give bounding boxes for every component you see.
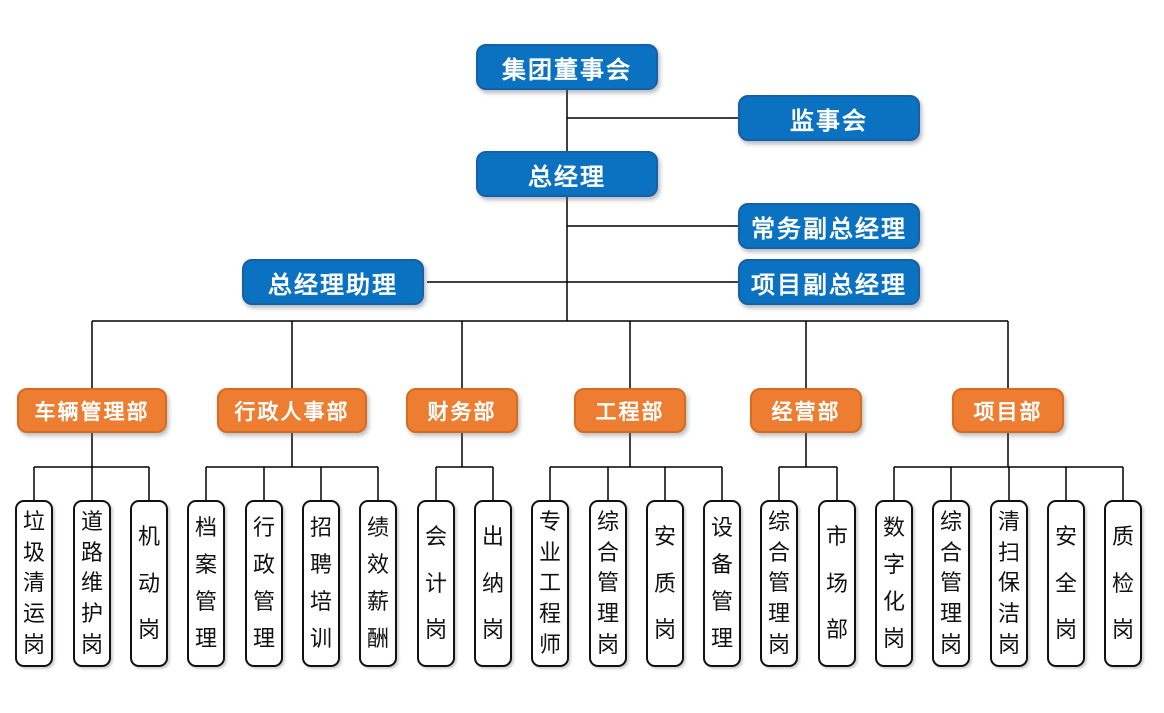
position-box: 市场部 <box>818 500 856 667</box>
position-box: 综合管理岗 <box>589 500 627 667</box>
position-box: 数字化岗 <box>875 500 913 667</box>
position-box: 会计岗 <box>417 500 455 667</box>
dept-finance: 财务部 <box>406 388 518 433</box>
position-box: 垃圾清运岗 <box>15 500 53 667</box>
position-box: 设备管理 <box>703 500 741 667</box>
dept-engineering: 工程部 <box>574 388 686 433</box>
position-box: 道路维护岗 <box>73 500 111 667</box>
position-box: 清扫保洁岗 <box>990 500 1028 667</box>
dept-vehicle-management: 车辆管理部 <box>17 388 167 433</box>
position-box: 绩效薪酬 <box>359 500 397 667</box>
position-box: 机动岗 <box>130 500 168 667</box>
position-box: 出纳岗 <box>474 500 512 667</box>
position-box: 安全岗 <box>1047 500 1085 667</box>
position-box: 专业工程师 <box>531 500 569 667</box>
dept-admin-hr: 行政人事部 <box>217 388 367 433</box>
node-group-board: 集团董事会 <box>476 44 658 90</box>
position-box: 质检岗 <box>1104 500 1142 667</box>
position-box: 综合管理岗 <box>932 500 970 667</box>
position-box: 档案管理 <box>187 500 225 667</box>
dept-operations: 经营部 <box>750 388 862 433</box>
position-box: 综合管理岗 <box>760 500 798 667</box>
position-box: 行政管理 <box>245 500 283 667</box>
node-project-deputy-gm: 项目副总经理 <box>738 259 920 305</box>
position-box: 安质岗 <box>646 500 684 667</box>
dept-project: 项目部 <box>952 388 1064 433</box>
node-exec-deputy-gm: 常务副总经理 <box>738 203 920 249</box>
node-gm-assistant: 总经理助理 <box>242 259 424 305</box>
node-general-manager: 总经理 <box>476 151 658 197</box>
node-supervisory-board: 监事会 <box>738 95 920 141</box>
position-box: 招聘培训 <box>302 500 340 667</box>
